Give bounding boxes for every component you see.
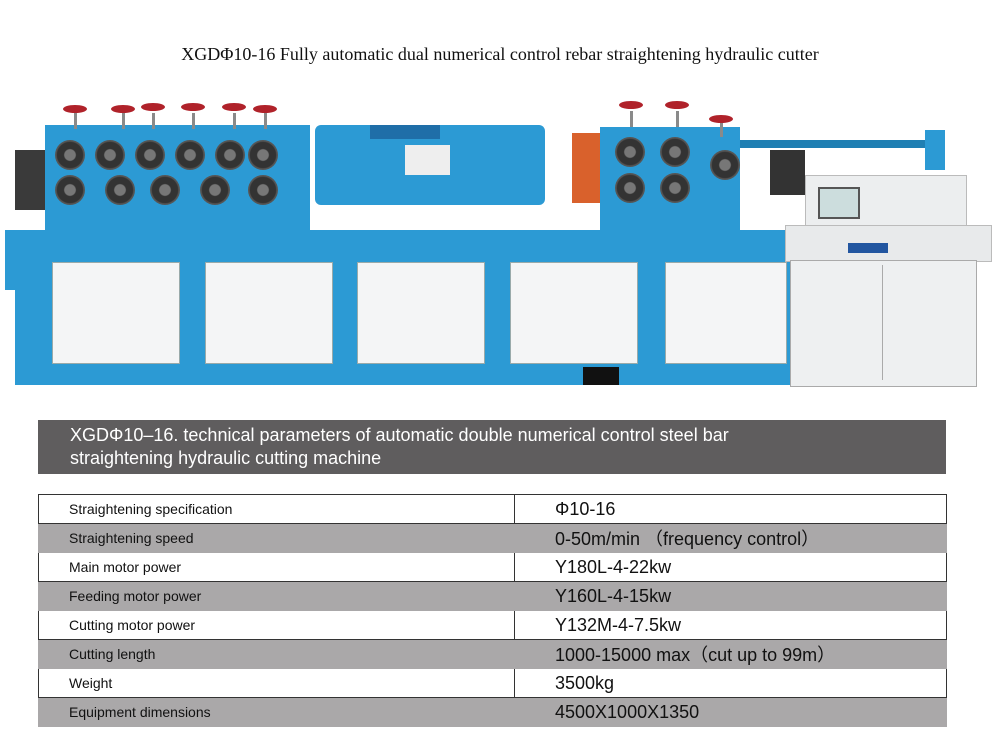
- spec-value: 1000-15000 max（cut up to 99m）: [514, 639, 947, 669]
- spec-label: Main motor power: [38, 552, 515, 582]
- banner-line-1: XGDΦ10–16. technical parameters of autom…: [70, 425, 729, 445]
- spec-value: 0-50m/min （frequency control）: [514, 523, 947, 553]
- spec-value: Y160L-4-15kw: [514, 581, 947, 611]
- spec-label: Straightening speed: [38, 523, 515, 553]
- spec-value: Y132M-4-7.5kw: [514, 610, 947, 640]
- machine-photo: [0, 95, 1000, 405]
- spec-value: 4500X1000X1350: [514, 697, 947, 727]
- spec-value: 3500kg: [514, 668, 947, 698]
- page-title: XGDΦ10-16 Fully automatic dual numerical…: [181, 44, 819, 64]
- spec-label: Weight: [38, 668, 515, 698]
- banner-line-2: straightening hydraulic cutting machine: [70, 448, 382, 468]
- spec-label: Cutting motor power: [38, 610, 515, 640]
- spec-label: Cutting length: [38, 639, 515, 669]
- spec-value: Y180L-4-22kw: [514, 552, 947, 582]
- section-banner: XGDΦ10–16. technical parameters of autom…: [38, 420, 946, 474]
- spec-label: Equipment dimensions: [38, 697, 515, 727]
- spec-value: Φ10-16: [514, 494, 947, 524]
- spec-label: Feeding motor power: [38, 581, 515, 611]
- spec-label: Straightening specification: [38, 494, 515, 524]
